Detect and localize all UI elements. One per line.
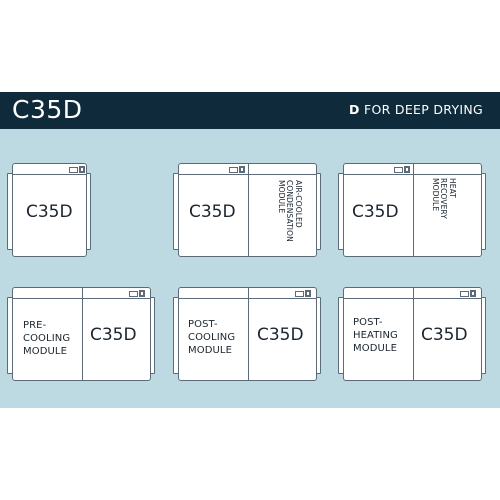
- c35d-cabinet: C35D: [12, 163, 87, 257]
- cabinet-top-line: [344, 298, 481, 299]
- unit-post-cooling-c35d: POST- COOLING MODULE C35D: [173, 287, 323, 382]
- module-label-line: COOLING: [23, 333, 71, 344]
- header-bar: C35D D FOR DEEP DRYING: [0, 92, 500, 129]
- cabinet-top-line: [13, 298, 150, 299]
- module-label-line: HEATING: [353, 330, 398, 341]
- module-label-line: RECOVERY: [439, 178, 449, 219]
- module-label-line: MODULE: [277, 180, 286, 214]
- module-label-line: MODULE: [23, 346, 68, 357]
- unit-pre-cooling-c35d: PRE- COOLING MODULE C35D: [7, 287, 157, 382]
- control-panel-icon: [69, 166, 78, 173]
- module-divider: [248, 288, 249, 380]
- combined-cabinet: C35D HEAT RECOVERY MODULE: [343, 163, 482, 257]
- module-label: POST- COOLING MODULE: [188, 318, 235, 357]
- module-label-line: MODULE: [353, 343, 398, 354]
- module-label: POST- HEATING MODULE: [353, 316, 398, 355]
- c35d-label: C35D: [257, 325, 304, 345]
- unit-c35d-heat-recovery: C35D HEAT RECOVERY MODULE: [338, 163, 488, 258]
- module-label-line: CONDENSATION: [285, 180, 295, 242]
- module-label-line: POST-: [353, 317, 383, 328]
- switch-icon: [79, 166, 85, 173]
- c35d-label: C35D: [352, 202, 399, 222]
- cabinet-top-line: [13, 174, 86, 175]
- module-label-vertical: AIR-COOLED CONDENSATION MODULE: [277, 180, 303, 242]
- cabinet-top-line: [179, 174, 316, 175]
- units-panel: C35D C35D AIR-COOLED CONDENSATION MODULE: [0, 129, 500, 408]
- switch-icon: [305, 290, 311, 297]
- module-label-line: AIR-COOLED: [294, 180, 303, 228]
- header-subtitle: D FOR DEEP DRYING: [349, 102, 483, 118]
- unit-post-heating-c35d: POST- HEATING MODULE C35D: [338, 287, 488, 382]
- combined-cabinet: PRE- COOLING MODULE C35D: [12, 287, 151, 381]
- control-panel-icon: [295, 290, 304, 297]
- cabinet-top-line: [344, 174, 481, 175]
- module-label-vertical: HEAT RECOVERY MODULE: [431, 178, 457, 219]
- module-label-line: HEAT: [448, 178, 457, 198]
- header-subtitle-bold: D: [349, 102, 360, 117]
- module-label-line: POST-: [188, 319, 218, 330]
- unit-c35d-standalone: C35D: [7, 163, 92, 258]
- module-label-line: MODULE: [431, 178, 440, 212]
- control-panel-icon: [229, 166, 238, 173]
- combined-cabinet: POST- COOLING MODULE C35D: [178, 287, 317, 381]
- module-divider: [413, 288, 414, 380]
- module-label: PRE- COOLING MODULE: [23, 319, 70, 358]
- switch-icon: [470, 290, 476, 297]
- switch-icon: [239, 166, 245, 173]
- module-divider: [82, 288, 83, 380]
- combined-cabinet: C35D AIR-COOLED CONDENSATION MODULE: [178, 163, 317, 257]
- c35d-label: C35D: [26, 202, 73, 222]
- module-divider: [413, 164, 414, 256]
- c35d-label: C35D: [421, 325, 468, 345]
- switch-icon: [404, 166, 410, 173]
- c35d-label: C35D: [90, 325, 137, 345]
- module-label-line: MODULE: [188, 345, 233, 356]
- header-title: C35D: [12, 95, 83, 124]
- unit-c35d-air-cooled-condensation: C35D AIR-COOLED CONDENSATION MODULE: [173, 163, 323, 258]
- control-panel-icon: [394, 166, 403, 173]
- header-subtitle-rest: FOR DEEP DRYING: [359, 102, 483, 117]
- c35d-label: C35D: [189, 202, 236, 222]
- control-panel-icon: [460, 290, 469, 297]
- module-label-line: COOLING: [188, 332, 236, 343]
- control-panel-icon: [129, 290, 138, 297]
- switch-icon: [139, 290, 145, 297]
- module-label-line: PRE-: [23, 320, 47, 331]
- cabinet-top-line: [179, 298, 316, 299]
- combined-cabinet: POST- HEATING MODULE C35D: [343, 287, 482, 381]
- module-divider: [248, 164, 249, 256]
